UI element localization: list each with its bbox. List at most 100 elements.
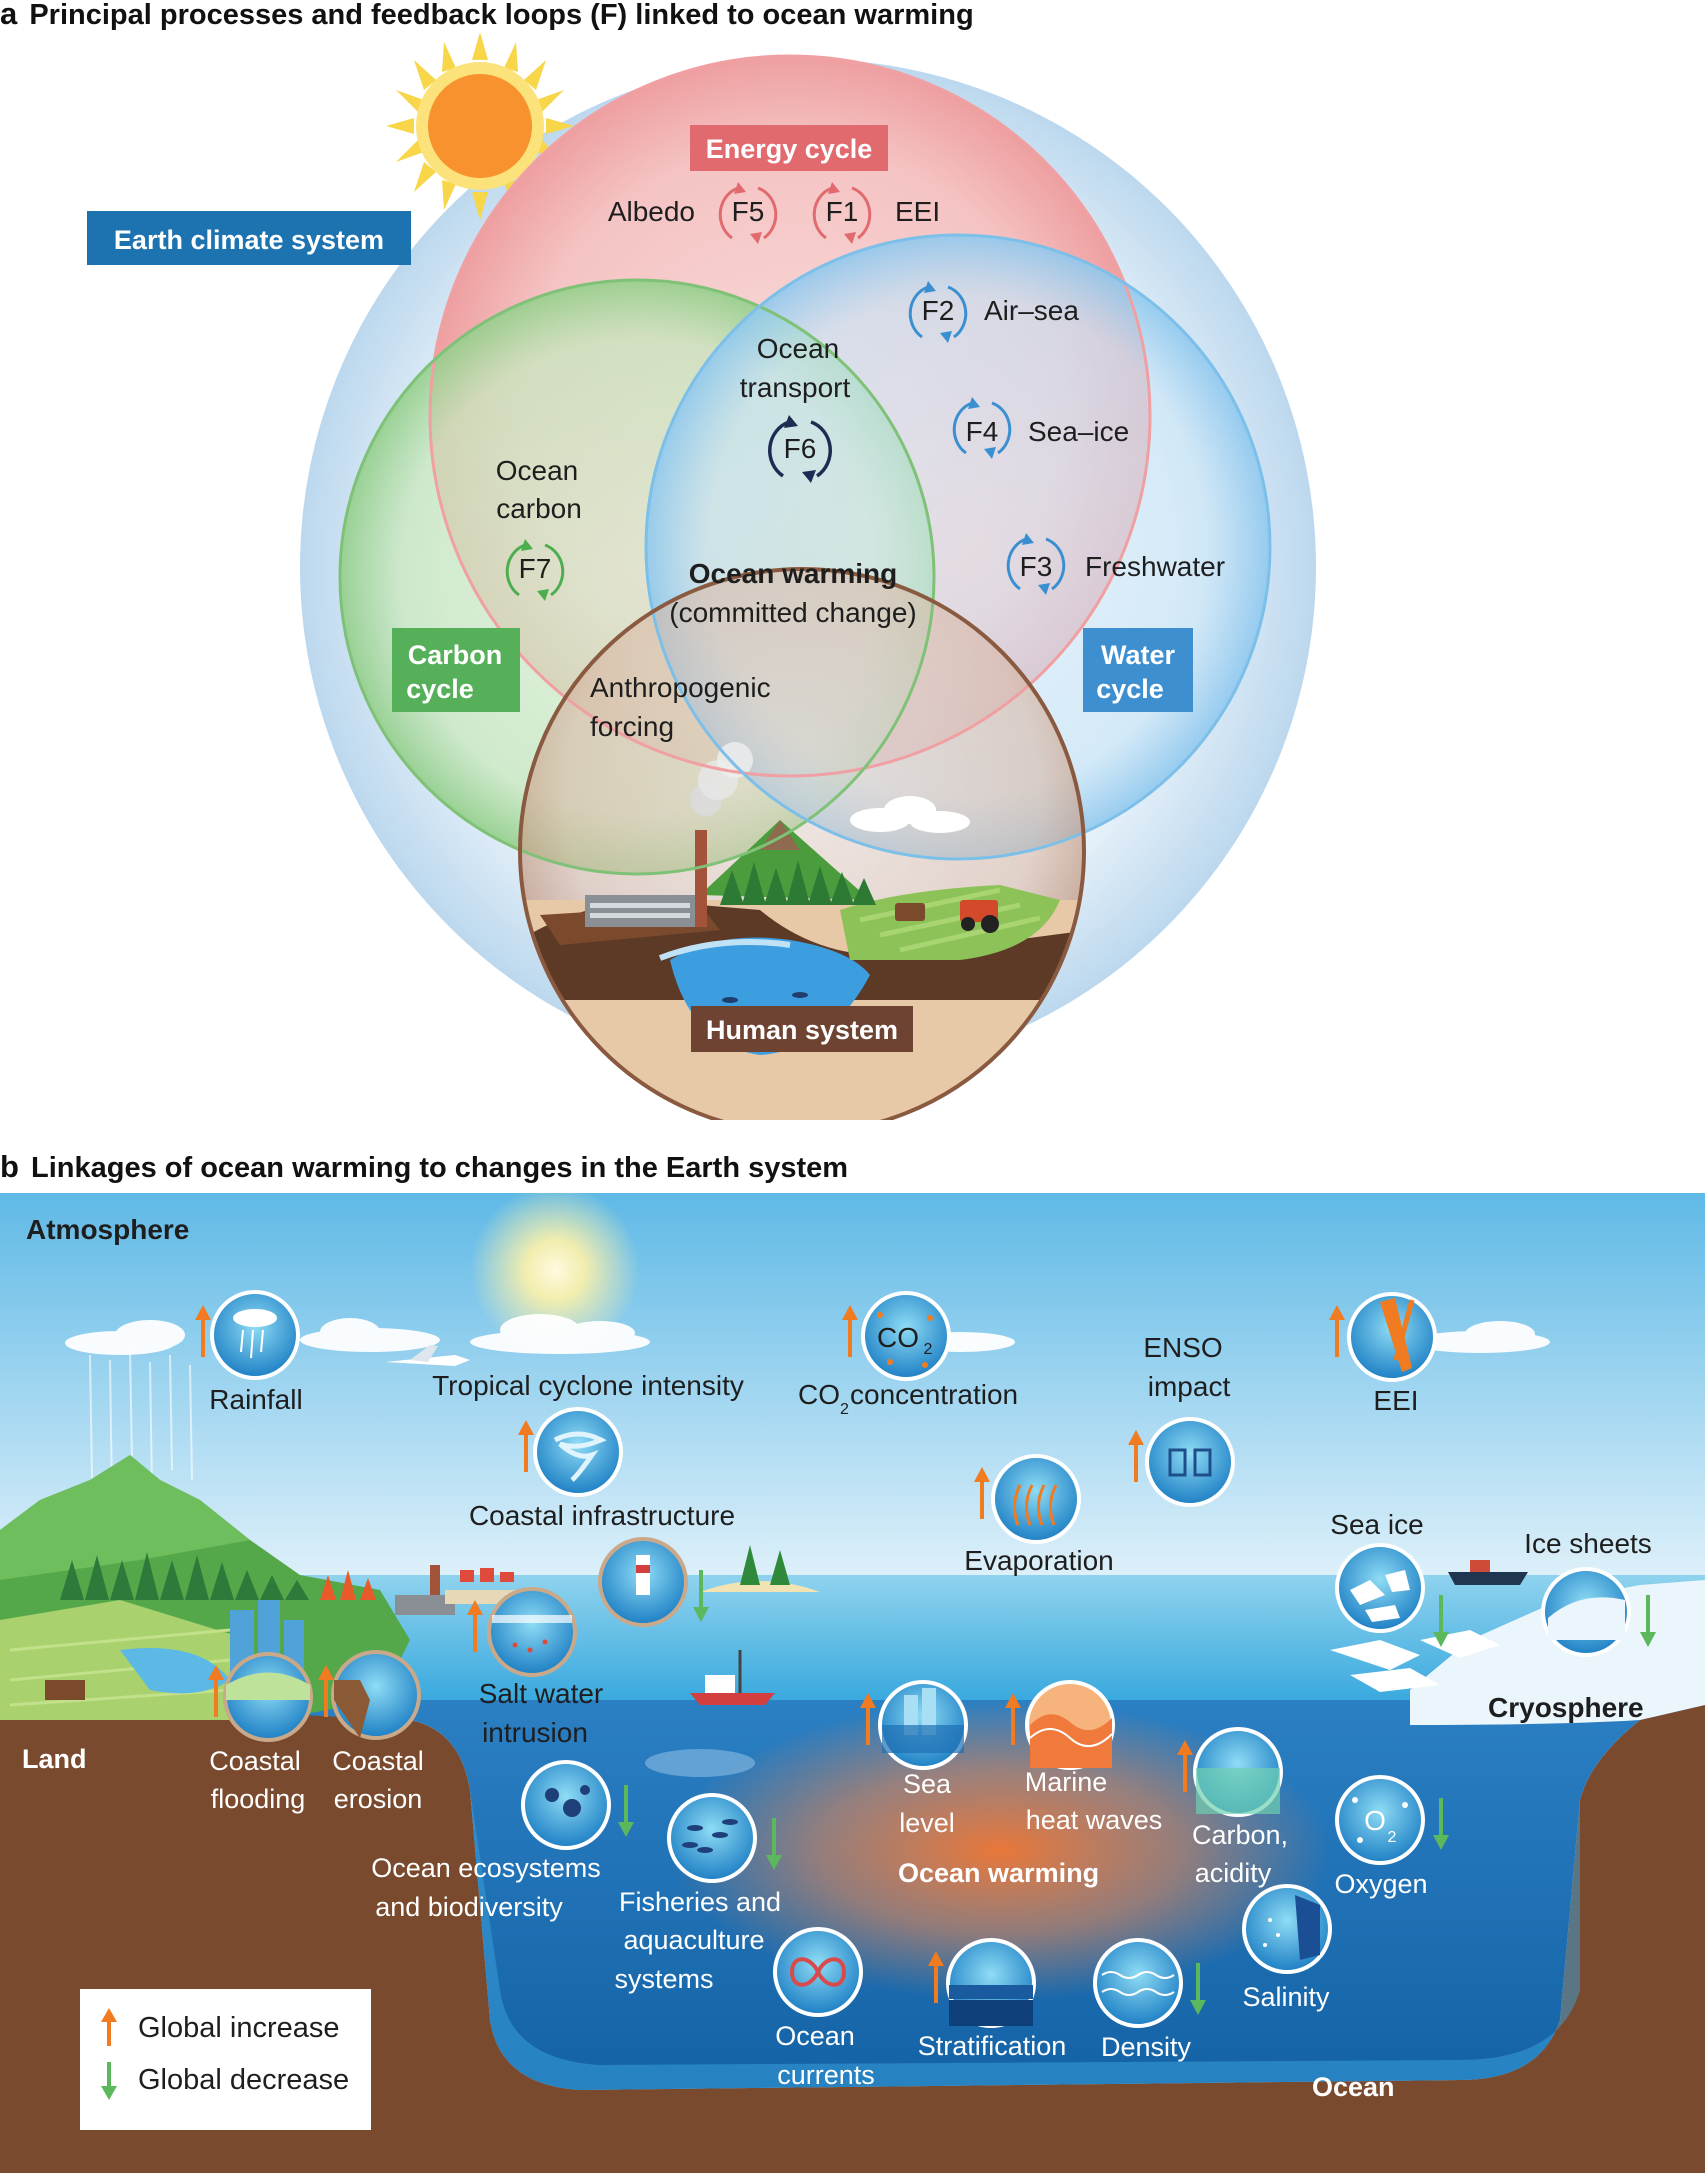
svg-text:Density: Density: [1101, 2032, 1192, 2062]
anthropogenic-forcing-label-2: forcing: [590, 711, 674, 742]
increase-arrow-icon: [928, 1951, 944, 2003]
legend-increase-label: Global increase: [138, 2011, 340, 2044]
co2-concentration-indicator: CO 2 CO 2 concentration: [798, 1291, 1018, 1418]
land-area: [0, 1455, 820, 1720]
svg-text:Fisheries and: Fisheries and: [619, 1887, 781, 1917]
svg-text:F5: F5: [732, 196, 765, 227]
ship-icon: [1448, 1560, 1528, 1585]
increase-arrow-icon: [208, 1665, 224, 1717]
svg-text:F2: F2: [922, 295, 955, 326]
ocean-transport-label-2: transport: [740, 372, 851, 403]
increase-arrow-icon: [860, 1693, 876, 1745]
feedback-loop-f5: F5 Albedo: [608, 182, 778, 244]
fisheries-indicator: Fisheries and aquaculture systems: [614, 1793, 782, 1994]
svg-text:Carbon,: Carbon,: [1192, 1820, 1288, 1850]
cow-icon: [45, 1680, 85, 1700]
coastal-infrastructure-indicator: Coastal infrastructure: [469, 1500, 735, 1627]
svg-text:F4: F4: [966, 416, 999, 447]
region-label-atmosphere: Atmosphere: [26, 1214, 189, 1245]
increase-arrow-icon: [195, 1305, 211, 1357]
svg-text:Air–sea: Air–sea: [984, 295, 1079, 326]
svg-text:Rainfall: Rainfall: [209, 1384, 302, 1415]
svg-text:CO: CO: [798, 1379, 840, 1410]
svg-text:acidity: acidity: [1195, 1858, 1272, 1888]
decrease-arrow-icon: [1190, 1963, 1206, 2015]
decrease-arrow-icon: [101, 2062, 117, 2100]
enso-impact-indicator: ENSO impact: [1128, 1332, 1235, 1507]
coastal-flooding-indicator: Coastal flooding: [208, 1652, 313, 1814]
svg-text:Salinity: Salinity: [1242, 1982, 1330, 2012]
panel-b-title-text: Linkages of ocean warming to changes in …: [31, 1152, 849, 1184]
feedback-loop-f2: F2 Air–sea: [908, 281, 1079, 343]
svg-text:2: 2: [1388, 1829, 1397, 1846]
increase-arrow-icon: [101, 2008, 117, 2046]
fishing-boat-icon: [690, 1650, 775, 1705]
stratification-indicator: Stratification: [918, 1938, 1067, 2061]
ocean-carbon-label-1: Ocean: [496, 455, 579, 486]
svg-text:Evaporation: Evaporation: [964, 1545, 1113, 1576]
svg-text:Energy cycle: Energy cycle: [706, 134, 873, 164]
svg-text:Albedo: Albedo: [608, 196, 695, 227]
decrease-arrow-icon: [693, 1570, 709, 1622]
energy-cycle-label: Energy cycle: [690, 125, 888, 171]
increase-arrow-icon: [1005, 1693, 1021, 1745]
svg-text:erosion: erosion: [334, 1784, 423, 1814]
ice-sheets-indicator: Ice sheets: [1524, 1528, 1656, 1657]
svg-text:level: level: [899, 1808, 955, 1838]
ocean-warming-center-subtitle: (committed change): [669, 597, 916, 628]
carbon-cycle-label: Carbon cycle: [392, 628, 520, 712]
salt-water-intrusion-indicator: Salt water intrusion: [467, 1587, 603, 1748]
sun-icon: [470, 1193, 640, 1355]
svg-text:heat waves: heat waves: [1026, 1805, 1163, 1835]
feedback-loop-f6: F6: [768, 415, 832, 483]
legend-increase: Global increase: [96, 2008, 340, 2048]
evaporation-icon: [991, 1454, 1081, 1544]
svg-text:Stratification: Stratification: [918, 2031, 1067, 2061]
sea-ice-indicator: Sea ice: [1330, 1509, 1449, 1647]
ocean-carbon-label-2: carbon: [496, 493, 582, 524]
decrease-arrow-icon: [618, 1785, 634, 1837]
human-system-label: Human system: [691, 1006, 913, 1052]
salinity-indicator: Salinity: [1242, 1884, 1332, 2012]
svg-text:Ice sheets: Ice sheets: [1524, 1528, 1652, 1559]
svg-text:F3: F3: [1020, 551, 1053, 582]
increase-arrow-icon: [1128, 1430, 1144, 1482]
ocean-warming-center-title: Ocean warming: [689, 558, 898, 589]
svg-text:currents: currents: [777, 2060, 875, 2090]
svg-text:concentration: concentration: [850, 1379, 1018, 1410]
indicator-layer: Atmosphere Land Cryosphere Ocean Ocean w…: [22, 1214, 1656, 2102]
sea-level-indicator: Sea level: [860, 1680, 968, 1838]
svg-text:cycle: cycle: [406, 674, 474, 704]
svg-text:Marine: Marine: [1025, 1767, 1108, 1797]
feedback-loop-f7: F7: [505, 539, 565, 601]
svg-text:ENSO: ENSO: [1143, 1332, 1222, 1363]
aircraft-icon: [385, 1345, 470, 1366]
svg-text:CO: CO: [877, 1322, 919, 1353]
svg-text:F1: F1: [826, 196, 859, 227]
feedback-loop-f1: F1 EEI: [812, 182, 940, 244]
ocean-warming-label: Ocean warming: [898, 1858, 1099, 1888]
seafloor: [0, 1700, 1705, 2173]
salt-water-icon: [487, 1587, 577, 1677]
panel-a-letter: a: [0, 0, 18, 31]
cyclone-icon: [533, 1407, 623, 1497]
ocean-ecosystems-indicator: Ocean ecosystems and biodiversity: [371, 1760, 634, 1922]
legend: Global increase Global decrease: [80, 1989, 371, 2130]
svg-text:2: 2: [924, 1341, 933, 1358]
svg-text:Carbon: Carbon: [408, 640, 503, 670]
svg-text:cycle: cycle: [1096, 674, 1164, 704]
svg-text:Freshwater: Freshwater: [1085, 551, 1225, 582]
enso-icon: [1145, 1417, 1235, 1507]
tropical-cyclone-indicator: Tropical cyclone intensity: [432, 1370, 744, 1497]
region-label-ocean: Ocean: [1312, 2072, 1395, 2102]
svg-text:Sea–ice: Sea–ice: [1028, 416, 1129, 447]
clouds: [65, 1314, 1550, 1355]
coastal-erosion-indicator: Coastal erosion: [318, 1650, 424, 1814]
svg-text:systems: systems: [614, 1964, 713, 1994]
fish-icon: [667, 1793, 757, 1883]
svg-text:Earth climate system: Earth climate system: [114, 225, 384, 255]
legend-decrease: Global decrease: [96, 2060, 349, 2100]
sky-background: [0, 1193, 1705, 1583]
svg-text:flooding: flooding: [211, 1784, 306, 1814]
svg-text:Oxygen: Oxygen: [1334, 1869, 1427, 1899]
